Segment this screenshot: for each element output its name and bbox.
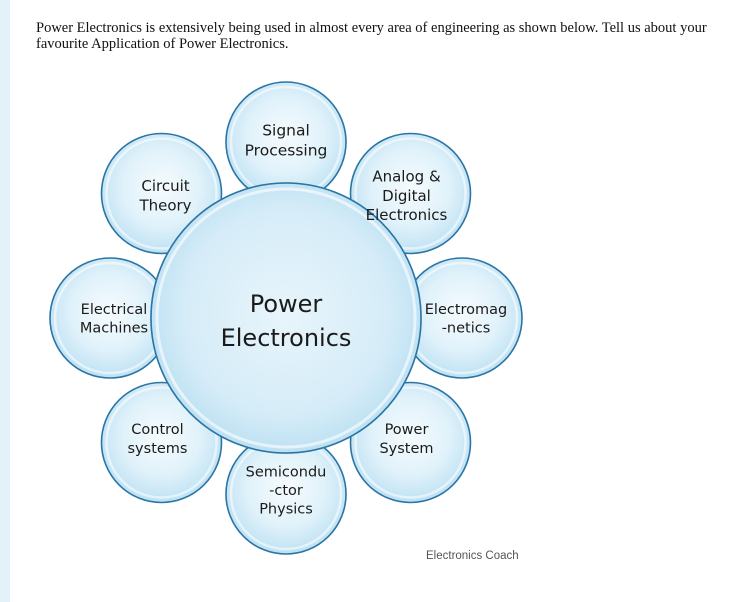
content-card: Power Electronics is extensively being u… bbox=[10, 0, 734, 602]
center-circle-group: Power Electronics bbox=[150, 182, 422, 454]
signal-processing-label-line-2: Processing bbox=[245, 141, 328, 159]
power-system-highlight bbox=[354, 386, 467, 499]
electromagnetics-label-line-2: -netics bbox=[442, 320, 491, 336]
electrical-machines-circle bbox=[49, 257, 171, 379]
center-circle bbox=[150, 182, 422, 454]
semiconductor-physics-label-line-3: Physics bbox=[259, 502, 313, 518]
circuit-theory-label-line-1: Circuit bbox=[141, 177, 189, 195]
electrical-machines-label-line-1: Electrical bbox=[81, 302, 148, 318]
credit-watermark: Electronics Coach bbox=[426, 550, 519, 562]
power-system-label-line-2: System bbox=[379, 441, 433, 457]
semiconductor-physics-label-line-2: -ctor bbox=[269, 483, 303, 499]
power-system-label-line-1: Power bbox=[385, 422, 429, 438]
electrical-machines-label-line-2: Machines bbox=[80, 320, 148, 336]
circuit-theory-highlight bbox=[105, 137, 218, 250]
circuit-theory-label-line-2: Theory bbox=[138, 196, 191, 214]
center-label-line-2: Electronics bbox=[221, 324, 352, 352]
analog-digital-electronics-highlight bbox=[354, 137, 467, 250]
control-systems-highlight bbox=[105, 386, 218, 499]
center-highlight bbox=[155, 187, 417, 449]
control-systems-label-line-2: systems bbox=[128, 441, 188, 457]
question-text: Power Electronics is extensively being u… bbox=[36, 20, 707, 52]
analog-digital-electronics-label-line-2: Digital bbox=[382, 187, 431, 205]
center-label-line-1: Power bbox=[250, 290, 323, 318]
semiconductor-physics-label-line-1: Semicondu bbox=[246, 465, 327, 481]
electromagnetics-label-line-1: Electromag bbox=[425, 302, 508, 318]
control-systems-label-line-1: Control bbox=[131, 422, 183, 438]
power-electronics-diagram: Power Electronics SignalProcessingAnalog… bbox=[49, 81, 523, 555]
signal-processing-label-line-1: Signal bbox=[262, 122, 310, 140]
analog-digital-electronics-label-line-1: Analog & bbox=[372, 168, 441, 186]
analog-digital-electronics-label-line-3: Electronics bbox=[366, 206, 448, 224]
outer-circles bbox=[49, 81, 523, 555]
